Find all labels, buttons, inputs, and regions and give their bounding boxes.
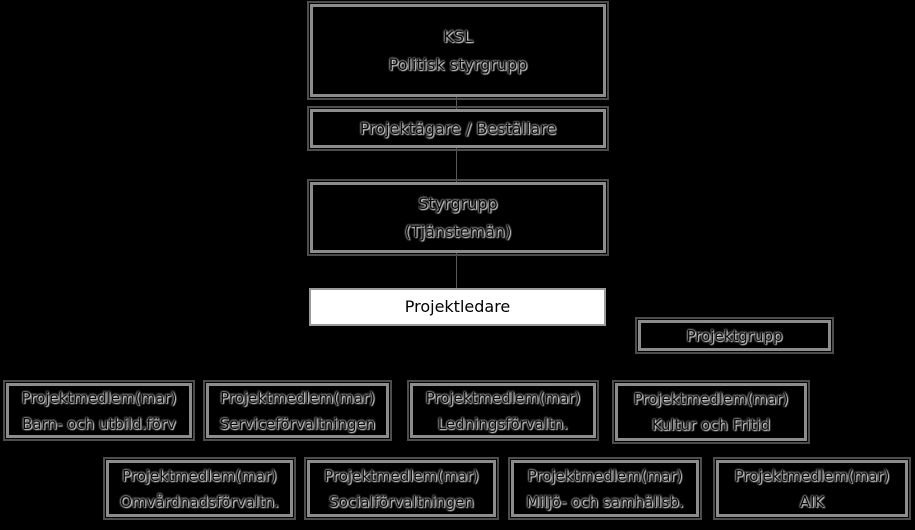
member-department: Serviceförvaltningen <box>219 414 376 433</box>
member-title: Projektmedlem(mar) <box>425 388 581 407</box>
node-member-ledning: Projektmedlem(mar) Ledningsförvaltn. <box>407 380 599 441</box>
connector-steering-leader <box>456 253 457 289</box>
node-project-group-label: Projektgrupp <box>686 326 783 345</box>
member-department: Ledningsförvaltn. <box>437 414 569 433</box>
node-member-social: Projektmedlem(mar) Socialförvaltningen <box>304 457 499 520</box>
member-department: Socialförvaltningen <box>329 492 474 511</box>
member-title: Projektmedlem(mar) <box>527 466 683 485</box>
member-department: Barn- och utbild.förv <box>22 414 176 433</box>
member-title: Projektmedlem(mar) <box>734 466 890 485</box>
node-ksl-title: KSL <box>443 26 473 46</box>
node-steering-group: Styrgrupp (Tjänstemän) <box>307 179 609 256</box>
node-steering-group-subtitle: (Tjänstemän) <box>404 221 512 241</box>
member-title: Projektmedlem(mar) <box>220 388 375 407</box>
node-member-aik: Projektmedlem(mar) AIK <box>713 457 911 520</box>
member-title: Projektmedlem(mar) <box>122 466 277 485</box>
node-member-kultur-fritid: Projektmedlem(mar) Kultur och Fritid <box>612 380 810 444</box>
node-member-omvardnad: Projektmedlem(mar) Omvårdnadsförvaltn. <box>103 457 296 520</box>
node-member-service: Projektmedlem(mar) Serviceförvaltningen <box>203 380 392 441</box>
member-department: AIK <box>799 492 825 511</box>
node-ksl-subtitle: Politisk styrgrupp <box>388 54 528 74</box>
node-steering-group-title: Styrgrupp <box>418 193 498 213</box>
node-project-leader-label: Projektledare <box>404 297 511 316</box>
member-title: Projektmedlem(mar) <box>633 390 789 408</box>
member-title: Projektmedlem(mar) <box>324 466 479 485</box>
node-project-group: Projektgrupp <box>635 317 834 354</box>
member-department: Miljö- och samhällsb. <box>526 492 684 511</box>
connector-owner-steering <box>456 148 457 182</box>
member-title: Projektmedlem(mar) <box>21 388 177 407</box>
connector-ksl-owner <box>456 97 457 109</box>
member-department: Omvårdnadsförvaltn. <box>120 492 279 511</box>
node-project-owner: Projektägare / Beställare <box>307 106 609 151</box>
node-project-leader: Projektledare <box>309 288 606 326</box>
node-project-owner-label: Projektägare / Beställare <box>359 118 557 138</box>
node-ksl: KSL Politisk styrgrupp <box>307 1 609 100</box>
member-department: Kultur och Fritid <box>651 416 771 434</box>
node-member-barn-utbild: Projektmedlem(mar) Barn- och utbild.förv <box>3 380 195 441</box>
node-member-miljo-samhall: Projektmedlem(mar) Miljö- och samhällsb. <box>508 457 702 520</box>
